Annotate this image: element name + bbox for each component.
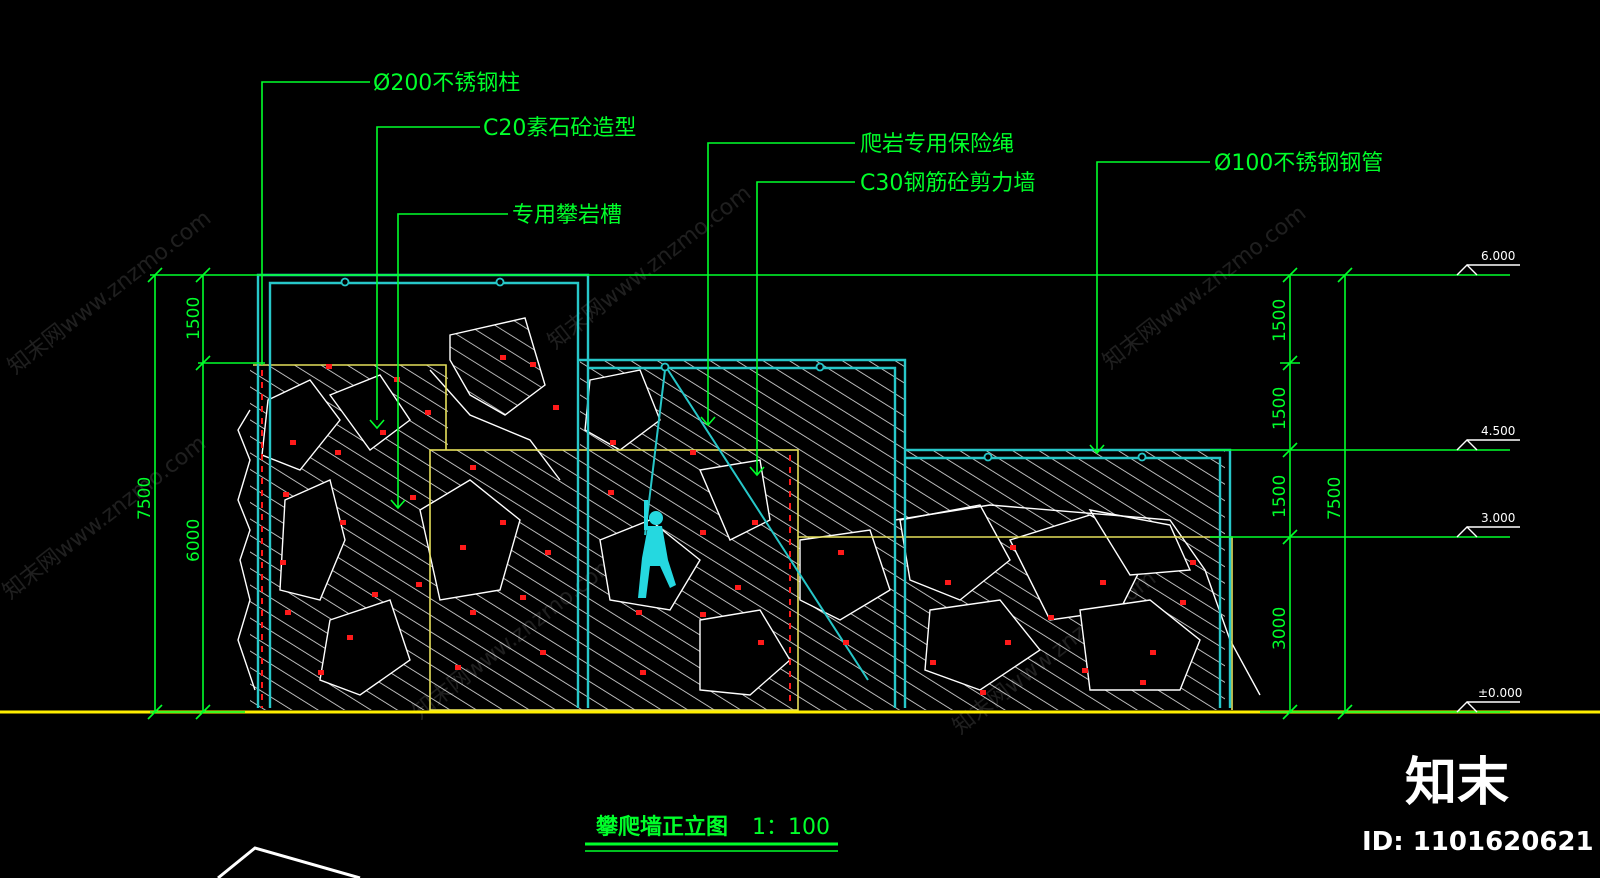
- dim-left-lower: 6000: [184, 519, 204, 562]
- partial-outline: [217, 846, 361, 878]
- elevation-0: ±0.000: [1478, 686, 1522, 700]
- elevation-4500: 4.500: [1481, 424, 1515, 438]
- elevation-markers: [1456, 264, 1520, 713]
- label-c30-shear-wall: C30钢筋砼剪力墙: [860, 171, 1035, 196]
- dim-left-top: 1500: [184, 297, 204, 340]
- title-scale: 1：100: [752, 815, 830, 840]
- label-safety-rope: 爬岩专用保险绳: [860, 132, 1014, 157]
- watermark-text: 知末网www.znzmo.com: [0, 431, 211, 605]
- dim-left-total: 7500: [135, 477, 155, 520]
- upper-rock-hatch: [450, 318, 545, 415]
- watermark-text: 知末网www.znzmo.com: [3, 206, 216, 380]
- dim-right-3: 1500: [1270, 475, 1290, 518]
- label-stainless-pipe: Ø100不锈钢钢管: [1214, 151, 1383, 176]
- dim-right-total: 7500: [1325, 477, 1345, 520]
- watermark-logo: 知末: [1405, 753, 1509, 813]
- climber-figure: [638, 500, 676, 598]
- drawing-title: 攀爬墙正立图 1：100: [585, 814, 838, 852]
- dim-right-4: 3000: [1270, 607, 1290, 650]
- rope-anchors[interactable]: [340, 277, 1147, 462]
- label-c20-concrete: C20素石砼造型: [483, 116, 636, 141]
- safety-rope: [644, 369, 869, 681]
- red-dashed-guides: [261, 370, 791, 708]
- title-name: 攀爬墙正立图: [595, 814, 728, 840]
- label-stainless-column: Ø200不锈钢柱: [373, 71, 520, 96]
- dim-right-2: 1500: [1270, 387, 1290, 430]
- rock-shapes: [261, 360, 1201, 696]
- elevation-6000: 6.000: [1481, 249, 1515, 263]
- climbing-wall-body: [250, 360, 1225, 710]
- dim-right-1: 1500: [1270, 299, 1290, 342]
- climbing-holds: [280, 355, 1196, 695]
- dimension-lines: [147, 267, 1510, 720]
- watermark-id: ID: 1101620621: [1362, 827, 1594, 857]
- watermark-text: 知末网www.znzmo.com: [1098, 201, 1311, 375]
- elevation-3000: 3.000: [1481, 511, 1515, 525]
- label-climbing-groove: 专用攀岩槽: [512, 203, 622, 228]
- annotation-leaders: [261, 81, 1210, 510]
